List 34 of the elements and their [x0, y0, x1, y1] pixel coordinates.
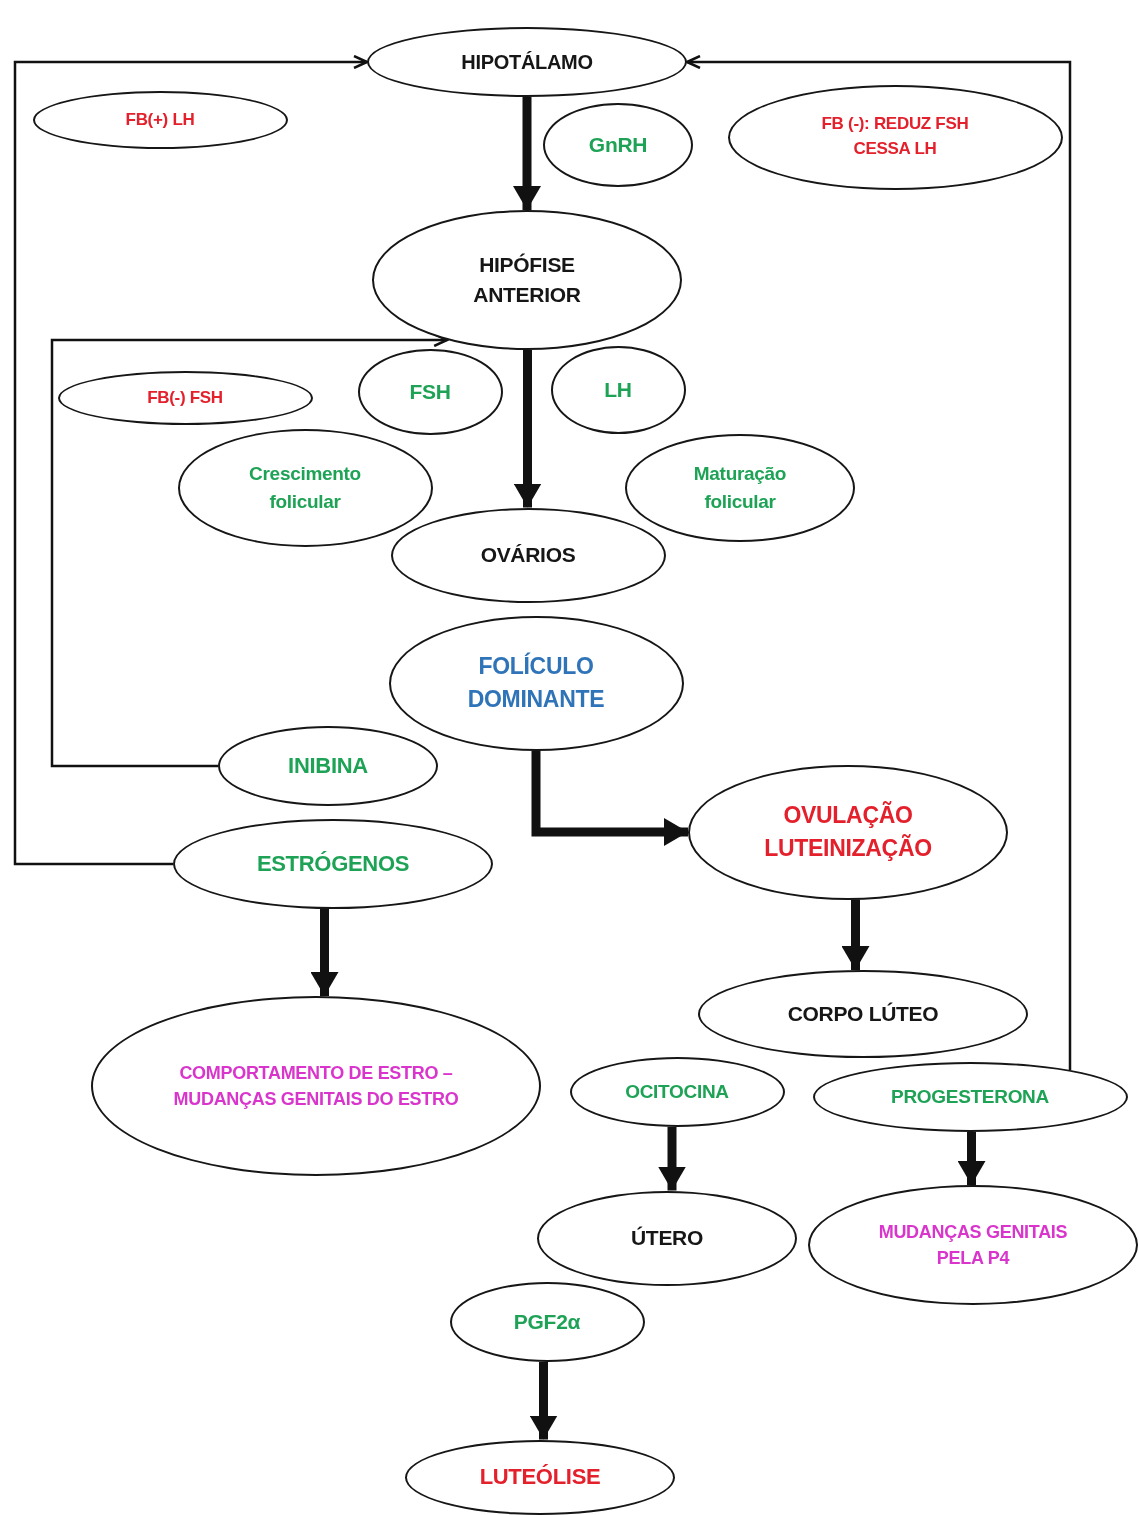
thick-arrow	[310, 908, 339, 997]
thick-arrow	[513, 97, 541, 210]
node-text: PROGESTERONA	[891, 1085, 1049, 1110]
node-text: INIBINA	[288, 752, 368, 781]
node-text: GnRH	[588, 131, 648, 158]
feedback-arrow	[685, 54, 1072, 1070]
node-text: Maturação folicular	[692, 462, 788, 514]
node-text: ÚTERO	[631, 1224, 703, 1251]
node-text: LH	[604, 376, 632, 403]
node-text: COMPORTAMENTO DE ESTRO – MUDANÇAS GENITAIS DO ESTRO	[172, 1061, 460, 1111]
thick-arrow	[529, 1361, 558, 1440]
node-text: OVÁRIOS	[480, 541, 576, 568]
node-text: FOLÍCULO DOMINANTE	[466, 651, 606, 714]
node-text: FB(-) FSH	[147, 386, 223, 409]
node-text: MUDANÇAS GENITAIS PELA P4	[877, 1220, 1069, 1270]
thick-arrow	[658, 1126, 686, 1191]
thick-arrow	[957, 1132, 986, 1185]
node-text: OVULAÇÃO LUTEINIZAÇÃO	[763, 800, 933, 863]
node-text: Crescimento folicular	[248, 462, 362, 514]
thick-arrow	[513, 350, 542, 508]
feedback-arrow	[13, 54, 369, 866]
node-text: LUTEÓLISE	[479, 1463, 601, 1492]
thick-arrow	[531, 750, 688, 846]
node-text: OCITOCINA	[625, 1080, 729, 1105]
thick-arrow	[841, 899, 870, 971]
node-text: FB(+) LH	[125, 108, 195, 131]
node-text: CORPO LÚTEO	[787, 1000, 939, 1027]
node-text: HIPÓFISE ANTERIOR	[472, 251, 582, 308]
node-text: ESTRÓGENOS	[256, 850, 410, 879]
node-text: FB (-): REDUZ FSH CESSA LH	[820, 113, 970, 160]
oval-node	[57, 371, 313, 425]
node-text: PGF2α	[513, 1308, 581, 1335]
node-text: HIPOTÁLAMO	[461, 49, 593, 75]
node-text: FSH	[409, 378, 451, 405]
